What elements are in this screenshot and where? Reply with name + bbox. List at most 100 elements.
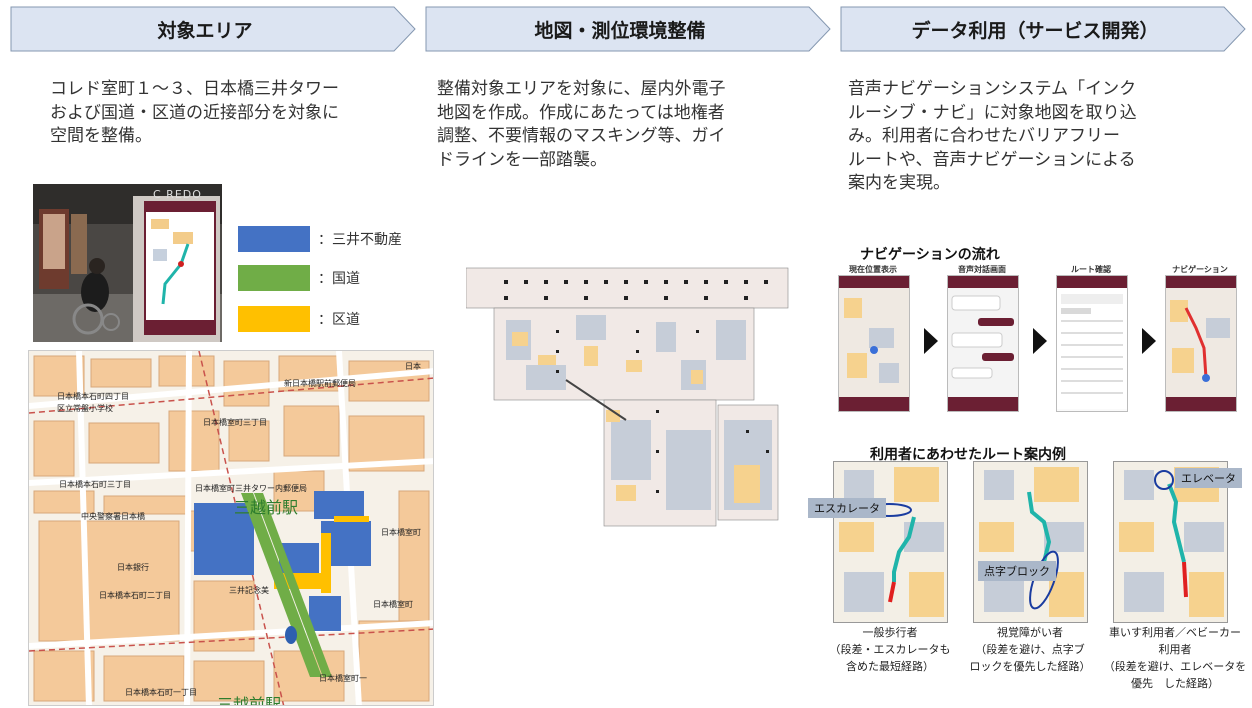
caption-line: （段差を避け、点字ブ xyxy=(975,643,1085,656)
description-line: 整備対象エリアを対象に、屋内外電子 xyxy=(437,79,726,99)
app-header-bar xyxy=(1057,276,1127,288)
screen-navigation xyxy=(1165,275,1237,412)
description-line: および国道・区道の近接部分を対象に xyxy=(50,102,339,123)
chat-graphic xyxy=(948,288,1018,398)
map-label: 日本橋室町 xyxy=(381,528,421,537)
route-list-graphic xyxy=(1057,288,1127,409)
route-map-graphic xyxy=(1114,462,1227,622)
map-label: 日本橋室町 xyxy=(373,600,413,609)
app-header-bar xyxy=(948,276,1018,288)
route-map-graphic xyxy=(834,462,947,622)
legend-label: ：三井不動産 xyxy=(318,232,402,248)
map-label: 日本銀行 xyxy=(117,563,149,572)
caption-line: 視覚障がい者 xyxy=(997,626,1063,639)
chevron-shape xyxy=(10,6,416,52)
description-line: 空間を整備。 xyxy=(50,126,152,146)
legend: ：三井不動産 ：国道 ：区道 xyxy=(238,226,438,336)
map-label: 日本橋室町一 xyxy=(319,674,367,683)
route-map-wheelchair xyxy=(1113,461,1228,623)
route-map-pedestrian xyxy=(833,461,948,623)
map-setup-description: 整備対象エリアを対象に、屋内外電子 地図を作成。作成にあたっては地権者 調整、不… xyxy=(437,78,812,172)
target-area-description: コレド室町１～３、日本橋三井タワー および国道・区道の近接部分を対象に 空間を整… xyxy=(50,78,430,149)
flow-arrow xyxy=(1033,328,1047,354)
map-label: 日本橋室町三井タワー内郵便局 xyxy=(195,484,307,493)
map-label: 中央警察署日本橋 xyxy=(81,512,145,521)
nav-flow-title: ナビゲーションの流れ xyxy=(860,247,1000,263)
header-map-setup: 地図・測位環境整備 xyxy=(425,6,832,52)
indoor-floor-map xyxy=(465,260,789,528)
header-label: 地図・測位環境整備 xyxy=(534,19,706,42)
floor-plan-graphic xyxy=(465,267,789,527)
route-map-visually-impaired xyxy=(973,461,1088,623)
legend-item-national-road: ：国道 xyxy=(238,265,360,291)
map-label: 日本 xyxy=(405,362,421,371)
map-label: 三越前駅 xyxy=(234,498,299,517)
app-footer-bar xyxy=(839,397,909,411)
header-label: 対象エリア xyxy=(157,19,253,42)
flow-arrow xyxy=(1142,328,1156,354)
description-line: コレド室町１～３、日本橋三井タワー xyxy=(50,79,339,99)
description-line: ルートや、音声ナビゲーションによる xyxy=(848,149,1136,170)
chevron-shape xyxy=(840,6,1246,52)
caption-line: 車いす利用者／ベビーカー xyxy=(1109,626,1241,639)
legend-swatch xyxy=(238,306,310,332)
nav-map-graphic xyxy=(1166,288,1236,398)
legend-label: ：国道 xyxy=(318,271,360,287)
screen-map-graphic xyxy=(839,288,909,398)
description-line: ルーシブ・ナビ」に対象地図を取り込 xyxy=(848,102,1137,123)
caption-line: （段差・エスカレータも xyxy=(829,643,951,656)
legend-item-ward-road: ：区道 xyxy=(238,306,360,332)
description-line: 地図を作成。作成にあたっては地権者 xyxy=(437,102,725,123)
route-callout-elevator: エレベータ xyxy=(1175,468,1242,488)
app-header-bar xyxy=(1166,276,1236,288)
flow-arrow xyxy=(924,328,938,354)
legend-item-mitsui: ：三井不動産 xyxy=(238,226,402,252)
map-label: 日本橋本石町二丁目 xyxy=(99,591,171,600)
route-caption-pedestrian: 一般歩行者 （段差・エスカレータも 含めた最短経路） xyxy=(820,624,960,675)
header-data-use: データ利用（サービス開発） xyxy=(840,6,1247,52)
map-label: 日本橋本石町四丁目 xyxy=(57,392,129,401)
screen-voice-dialog xyxy=(947,275,1019,412)
map-label: 三井記念美 xyxy=(229,586,269,595)
route-examples-title: 利用者にあわせたルート案内例 xyxy=(870,447,1066,463)
screen-route-confirm xyxy=(1056,275,1128,412)
caption-line: 優先 した経路） xyxy=(1131,677,1219,690)
app-footer-bar xyxy=(1166,397,1236,411)
caption-line: ロックを優先した経路） xyxy=(969,660,1091,673)
map-label: 日本橋室町三丁目 xyxy=(203,418,267,427)
map-label: 日本橋本石町三丁目 xyxy=(59,480,131,489)
data-use-description: 音声ナビゲーションシステム「インク ルーシブ・ナビ」に対象地図を取り込 み。利用… xyxy=(848,78,1233,196)
map-label: 三越前駅 xyxy=(217,695,282,706)
header-label: データ利用（サービス開発） xyxy=(911,19,1159,42)
header-target-area: 対象エリア xyxy=(10,6,417,52)
legend-swatch xyxy=(238,265,310,291)
route-caption-visually-impaired: 視覚障がい者 （段差を避け、点字ブ ロックを優先した経路） xyxy=(960,624,1100,675)
legend-swatch xyxy=(238,226,310,252)
legend-label: ：区道 xyxy=(318,312,360,328)
caption-line: （段差を避け、エレベータを xyxy=(1103,660,1247,673)
screen-label: ナビゲーション xyxy=(1172,265,1228,274)
map-label: 区立常盤小学校 xyxy=(57,404,113,413)
description-line: 調整、不要情報のマスキング等、ガイ xyxy=(437,126,726,146)
description-line: み。利用者に合わせたバリアフリー xyxy=(848,126,1120,146)
route-callout-tactile: 点字ブロック xyxy=(978,561,1056,581)
app-footer-bar xyxy=(948,397,1018,411)
route-callout-escalator: エスカレータ xyxy=(808,498,886,518)
description-line: 案内を実現。 xyxy=(848,173,950,193)
caption-line: 利用者 xyxy=(1158,643,1192,656)
caption-line: 一般歩行者 xyxy=(862,626,918,639)
description-line: ドラインを一部踏襲。 xyxy=(437,149,607,170)
map-label: 日本橋本石町一丁目 xyxy=(125,688,197,697)
area-map-graphic xyxy=(29,351,433,705)
description-line: 音声ナビゲーションシステム「インク xyxy=(848,79,1137,99)
wheelchair-photo: C REDO xyxy=(33,184,222,342)
photo-illustration xyxy=(33,184,222,342)
route-map-graphic xyxy=(974,462,1087,622)
screen-current-location xyxy=(838,275,910,412)
area-map: 新日本橋駅前郵便局 日本橋本石町四丁目 区立常盤小学校 日本橋室町三丁目 日本橋… xyxy=(28,350,434,706)
route-caption-wheelchair: 車いす利用者／ベビーカー 利用者 （段差を避け、エレベータを 優先 した経路） xyxy=(1100,624,1250,692)
screen-label: ルート確認 xyxy=(1071,265,1111,274)
screen-label: 現在位置表示 xyxy=(849,265,897,274)
screen-label: 音声対話画面 xyxy=(958,265,1006,274)
app-header-bar xyxy=(839,276,909,288)
